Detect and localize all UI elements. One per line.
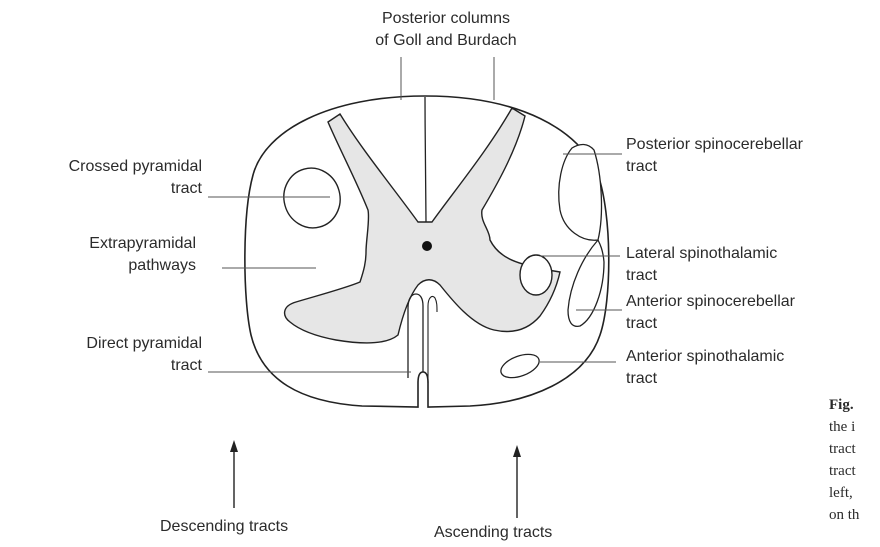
descending-arrow [230, 440, 238, 508]
label-posterior-columns: Posterior columns of Goll and Burdach [356, 8, 536, 52]
figure-caption: Fig. the i tract tract left, on th [829, 394, 880, 526]
label-descending-tracts: Descending tracts [160, 516, 288, 538]
label-crossed-pyramidal: Crossed pyramidal tract [0, 156, 202, 200]
label-lateral-spinothalamic: Lateral spinothalamic tract [626, 243, 777, 287]
central-canal [422, 241, 432, 251]
label-extrapyramidal: Extrapyramidal pathways [0, 233, 196, 277]
lateral-spinothalamic-region [520, 255, 552, 295]
label-anterior-spinothalamic: Anterior spinothalamic tract [626, 346, 784, 390]
label-direct-pyramidal: Direct pyramidal tract [0, 333, 202, 377]
label-ascending-tracts: Ascending tracts [434, 522, 552, 544]
label-posterior-spinocerebellar: Posterior spinocerebellar tract [626, 134, 803, 178]
ascending-arrow [513, 445, 521, 518]
label-anterior-spinocerebellar: Anterior spinocerebellar tract [626, 291, 795, 335]
